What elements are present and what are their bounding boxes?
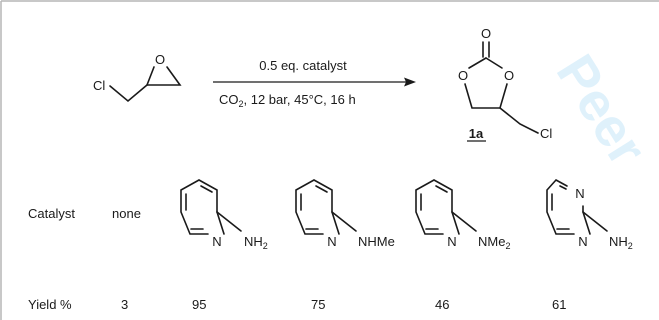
dimethylaminopyridine-substituent: NMe2 [478,234,510,251]
dimethylaminopyridine-ring-n: N [447,234,456,249]
yield-none: 3 [121,297,128,312]
methylaminopyridine-substituent: NHMe [358,234,395,249]
aminopyrimidine-ring-n-top: N [575,186,584,201]
arrowhead [404,77,416,87]
yield-dimethylaminopyridine: 46 [435,297,449,312]
catalyst-none: none [112,206,141,221]
product-cyclic-carbonate: O O O Cl 1a [458,26,552,142]
product-carbonyl-o: O [481,26,491,41]
arrow-conditions: CO2, 12 bar, 45°C, 16 h [219,92,356,109]
reactant-cl-label: Cl [93,78,105,93]
methylaminopyridine-ring-n: N [327,234,336,249]
reaction-arrow-group: 0.5 eq. catalyst CO2, 12 bar, 45°C, 16 h [213,58,416,109]
product-ring-o-right: O [504,68,514,83]
yield-row-label: Yield % [28,297,72,312]
yield-methylaminopyridine: 75 [311,297,325,312]
yield-aminopyrimidine: 61 [552,297,566,312]
catalyst-2-methylaminopyridine: N NHMe [295,179,395,249]
aminopyridine-ring-n: N [212,234,221,249]
aminopyrimidine-substituent: NH2 [609,234,633,251]
arrow-reagent-top: 0.5 eq. catalyst [259,58,347,73]
aminopyridine-substituent: NH2 [244,234,268,251]
yield-aminopyridine: 95 [192,297,206,312]
catalyst-2-dimethylaminopyridine: N NMe2 [415,179,510,251]
catalyst-row-label: Catalyst [28,206,75,221]
aminopyrimidine-ring-n-bottom: N [578,234,587,249]
reactant-epichlorohydrin: Cl O [93,52,182,103]
catalyst-2-aminopyridine: N NH2 [180,179,268,251]
catalyst-2-aminopyrimidine: N N NH2 [546,179,633,251]
watermark-text: Peer [545,45,658,176]
product-cl-label: Cl [540,126,552,141]
product-label-1a: 1a [469,126,484,141]
product-ring-o-left: O [458,68,468,83]
reactant-epoxide-o: O [155,52,165,67]
